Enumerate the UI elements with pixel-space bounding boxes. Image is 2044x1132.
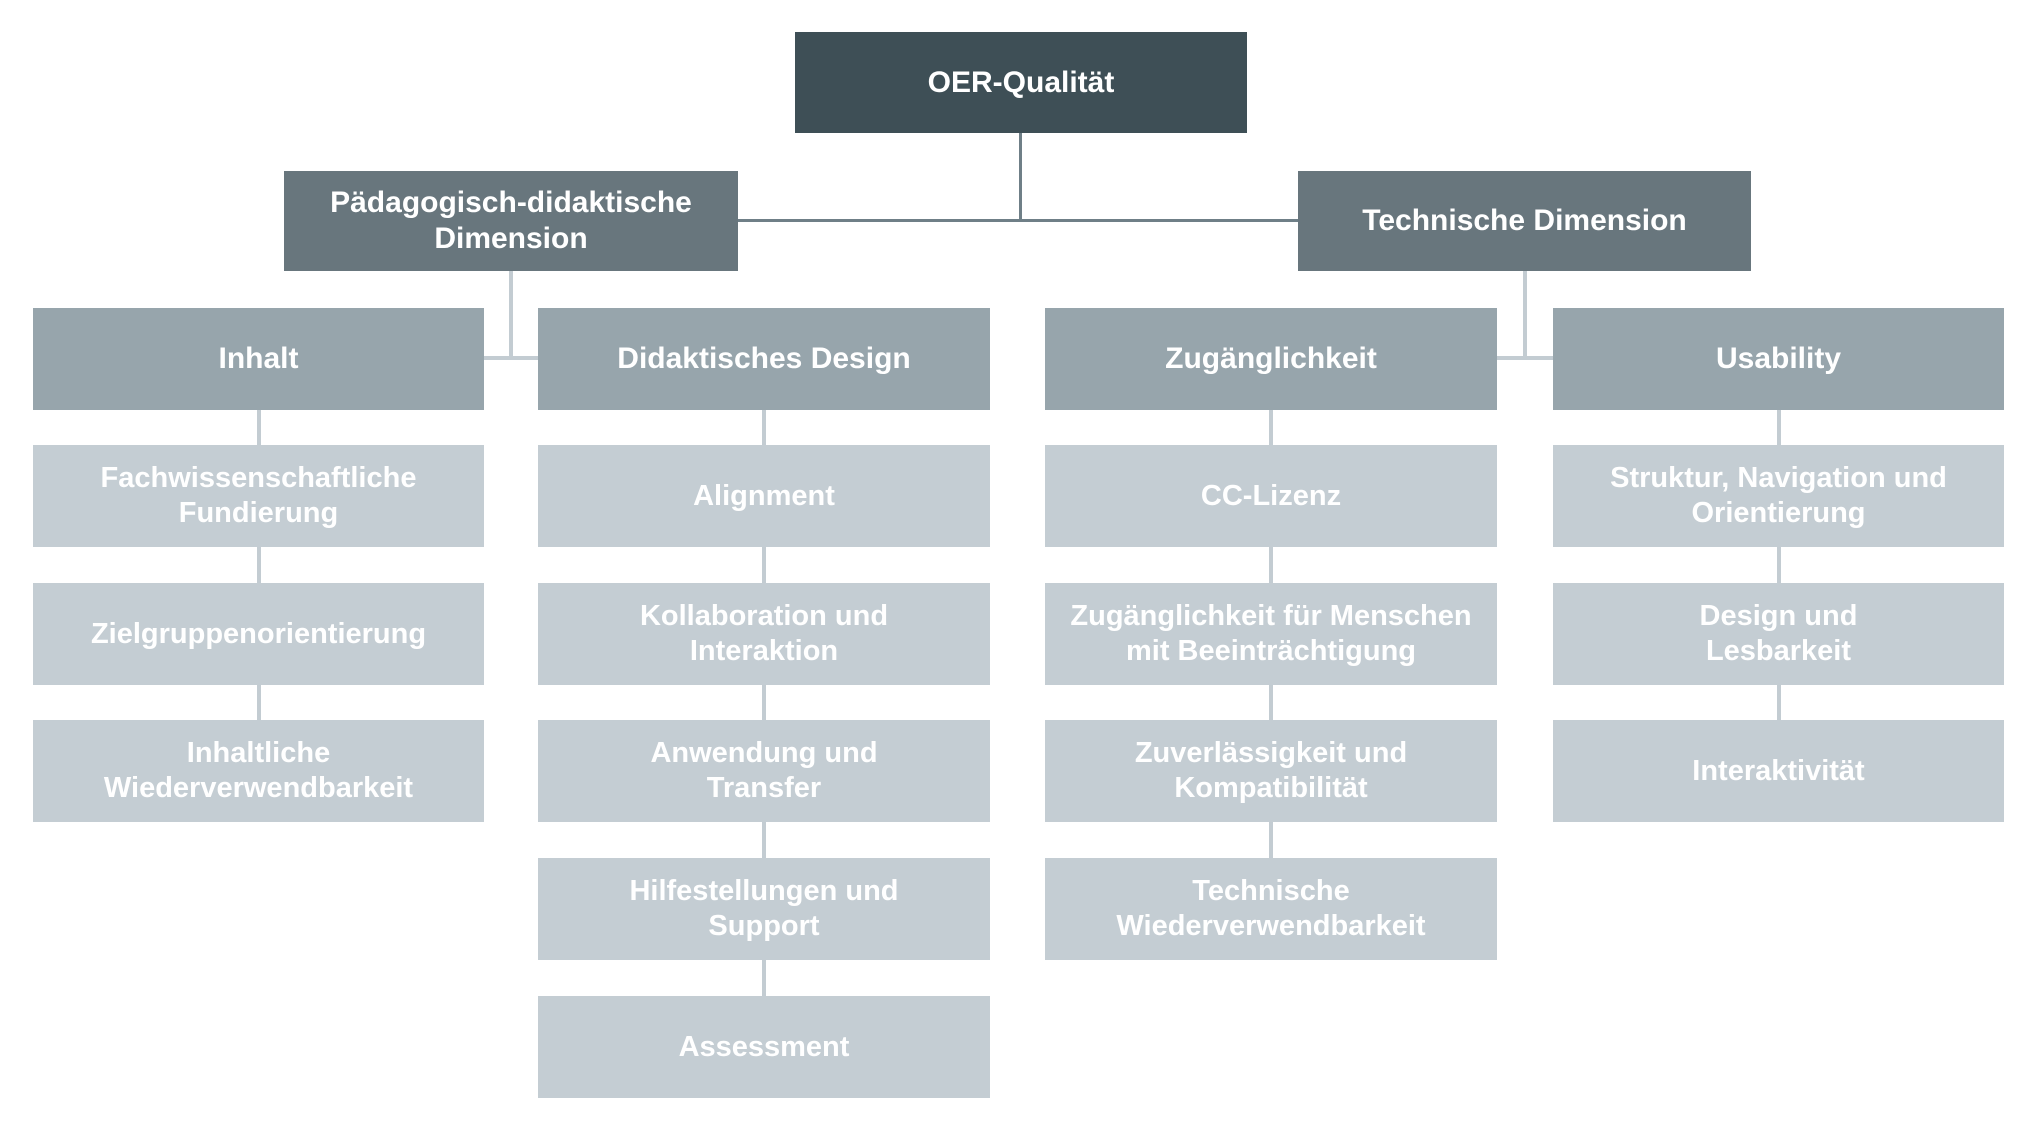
node-fachwissenschaftliche-fundierung: Fachwissenschaftliche Fundierung	[33, 445, 484, 547]
connector-dim1-vertical	[509, 271, 513, 359]
connector-col1-gap3	[257, 685, 261, 720]
connector-col3-gap1	[1269, 410, 1273, 445]
connector-col4-gap1	[1777, 410, 1781, 445]
node-technische-dimension: Technische Dimension	[1298, 171, 1751, 271]
node-zielgruppenorientierung: Zielgruppenorientierung	[33, 583, 484, 685]
connector-col2-gap3	[762, 685, 766, 720]
connector-col1-gap2	[257, 547, 261, 583]
node-hilfestellungen-und-support: Hilfestellungen und Support	[538, 858, 990, 960]
connector-root-vertical	[1019, 133, 1022, 220]
node-anwendung-und-transfer: Anwendung und Transfer	[538, 720, 990, 822]
connector-dim2-vertical	[1523, 271, 1527, 359]
connector-zugaenglichkeit-usability-horizontal	[1497, 356, 1553, 360]
node-usability: Usability	[1553, 308, 2004, 410]
node-zuverlaessigkeit-und-kompatibilitaet: Zuverlässigkeit und Kompatibilität	[1045, 720, 1497, 822]
connector-col2-gap2	[762, 547, 766, 583]
node-didaktisches-design: Didaktisches Design	[538, 308, 990, 410]
connector-col3-gap2	[1269, 547, 1273, 583]
node-alignment: Alignment	[538, 445, 990, 547]
node-oer-qualitaet: OER-Qualität	[795, 32, 1247, 133]
connector-col1-gap1	[257, 410, 261, 445]
node-interaktivitaet: Interaktivität	[1553, 720, 2004, 822]
connector-col4-gap3	[1777, 685, 1781, 720]
node-technische-wiederverwendbarkeit: Technische Wiederverwendbarkeit	[1045, 858, 1497, 960]
node-inhaltliche-wiederverwendbarkeit: Inhaltliche Wiederverwendbarkeit	[33, 720, 484, 822]
connector-col2-gap5	[762, 960, 766, 996]
node-paedagogisch-didaktische-dimension: Pädagogisch-didaktische Dimension	[284, 171, 738, 271]
connector-inhalt-didaktisches-horizontal	[484, 356, 538, 360]
connector-col3-gap4	[1269, 822, 1273, 858]
node-inhalt: Inhalt	[33, 308, 484, 410]
connector-col3-gap3	[1269, 685, 1273, 720]
node-cc-lizenz: CC-Lizenz	[1045, 445, 1497, 547]
node-struktur-navigation-und-orientierung: Struktur, Navigation und Orientierung	[1553, 445, 2004, 547]
connector-col2-gap4	[762, 822, 766, 858]
node-kollaboration-und-interaktion: Kollaboration und Interaktion	[538, 583, 990, 685]
connector-col2-gap1	[762, 410, 766, 445]
connector-dimensions-horizontal	[738, 219, 1299, 222]
node-zugaenglichkeit: Zugänglichkeit	[1045, 308, 1497, 410]
node-design-und-lesbarkeit: Design und Lesbarkeit	[1553, 583, 2004, 685]
node-assessment: Assessment	[538, 996, 990, 1098]
node-zugaenglichkeit-fuer-menschen-mit-beeintraechtigung: Zugänglichkeit für Menschen mit Beeinträ…	[1045, 583, 1497, 685]
connector-col4-gap2	[1777, 547, 1781, 583]
